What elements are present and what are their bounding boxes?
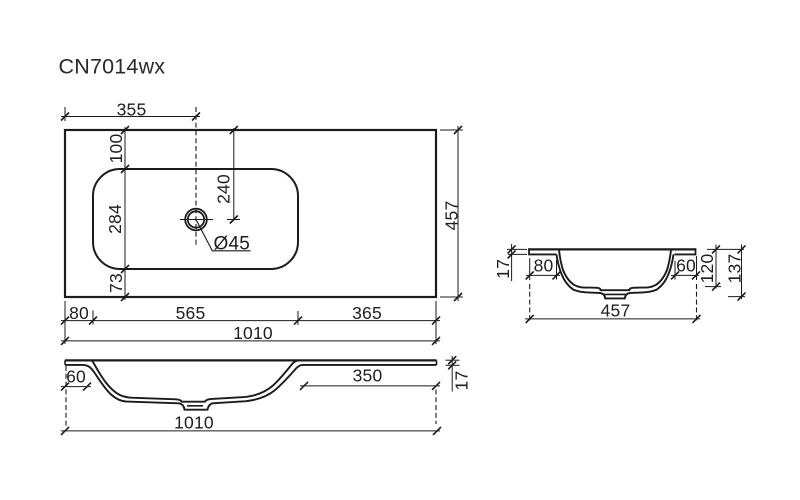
svg-text:137: 137 bbox=[725, 254, 745, 284]
svg-text:80: 80 bbox=[534, 256, 554, 276]
svg-text:120: 120 bbox=[697, 254, 717, 284]
svg-text:355: 355 bbox=[117, 99, 147, 119]
svg-text:17: 17 bbox=[452, 371, 472, 391]
svg-text:1010: 1010 bbox=[174, 413, 214, 433]
svg-text:457: 457 bbox=[441, 201, 461, 231]
svg-text:565: 565 bbox=[176, 303, 206, 323]
svg-text:100: 100 bbox=[106, 134, 126, 164]
svg-text:73: 73 bbox=[106, 273, 126, 293]
svg-text:365: 365 bbox=[352, 303, 382, 323]
svg-text:60: 60 bbox=[66, 366, 86, 386]
svg-text:60: 60 bbox=[676, 255, 696, 275]
svg-text:350: 350 bbox=[353, 366, 383, 386]
svg-text:284: 284 bbox=[105, 204, 125, 234]
svg-text:Ø45: Ø45 bbox=[214, 234, 251, 255]
svg-text:457: 457 bbox=[601, 301, 631, 321]
svg-text:1010: 1010 bbox=[233, 323, 273, 343]
svg-text:80: 80 bbox=[69, 303, 89, 323]
svg-text:17: 17 bbox=[493, 259, 513, 279]
svg-text:CN7014wx: CN7014wx bbox=[59, 54, 166, 78]
svg-text:240: 240 bbox=[214, 174, 234, 204]
